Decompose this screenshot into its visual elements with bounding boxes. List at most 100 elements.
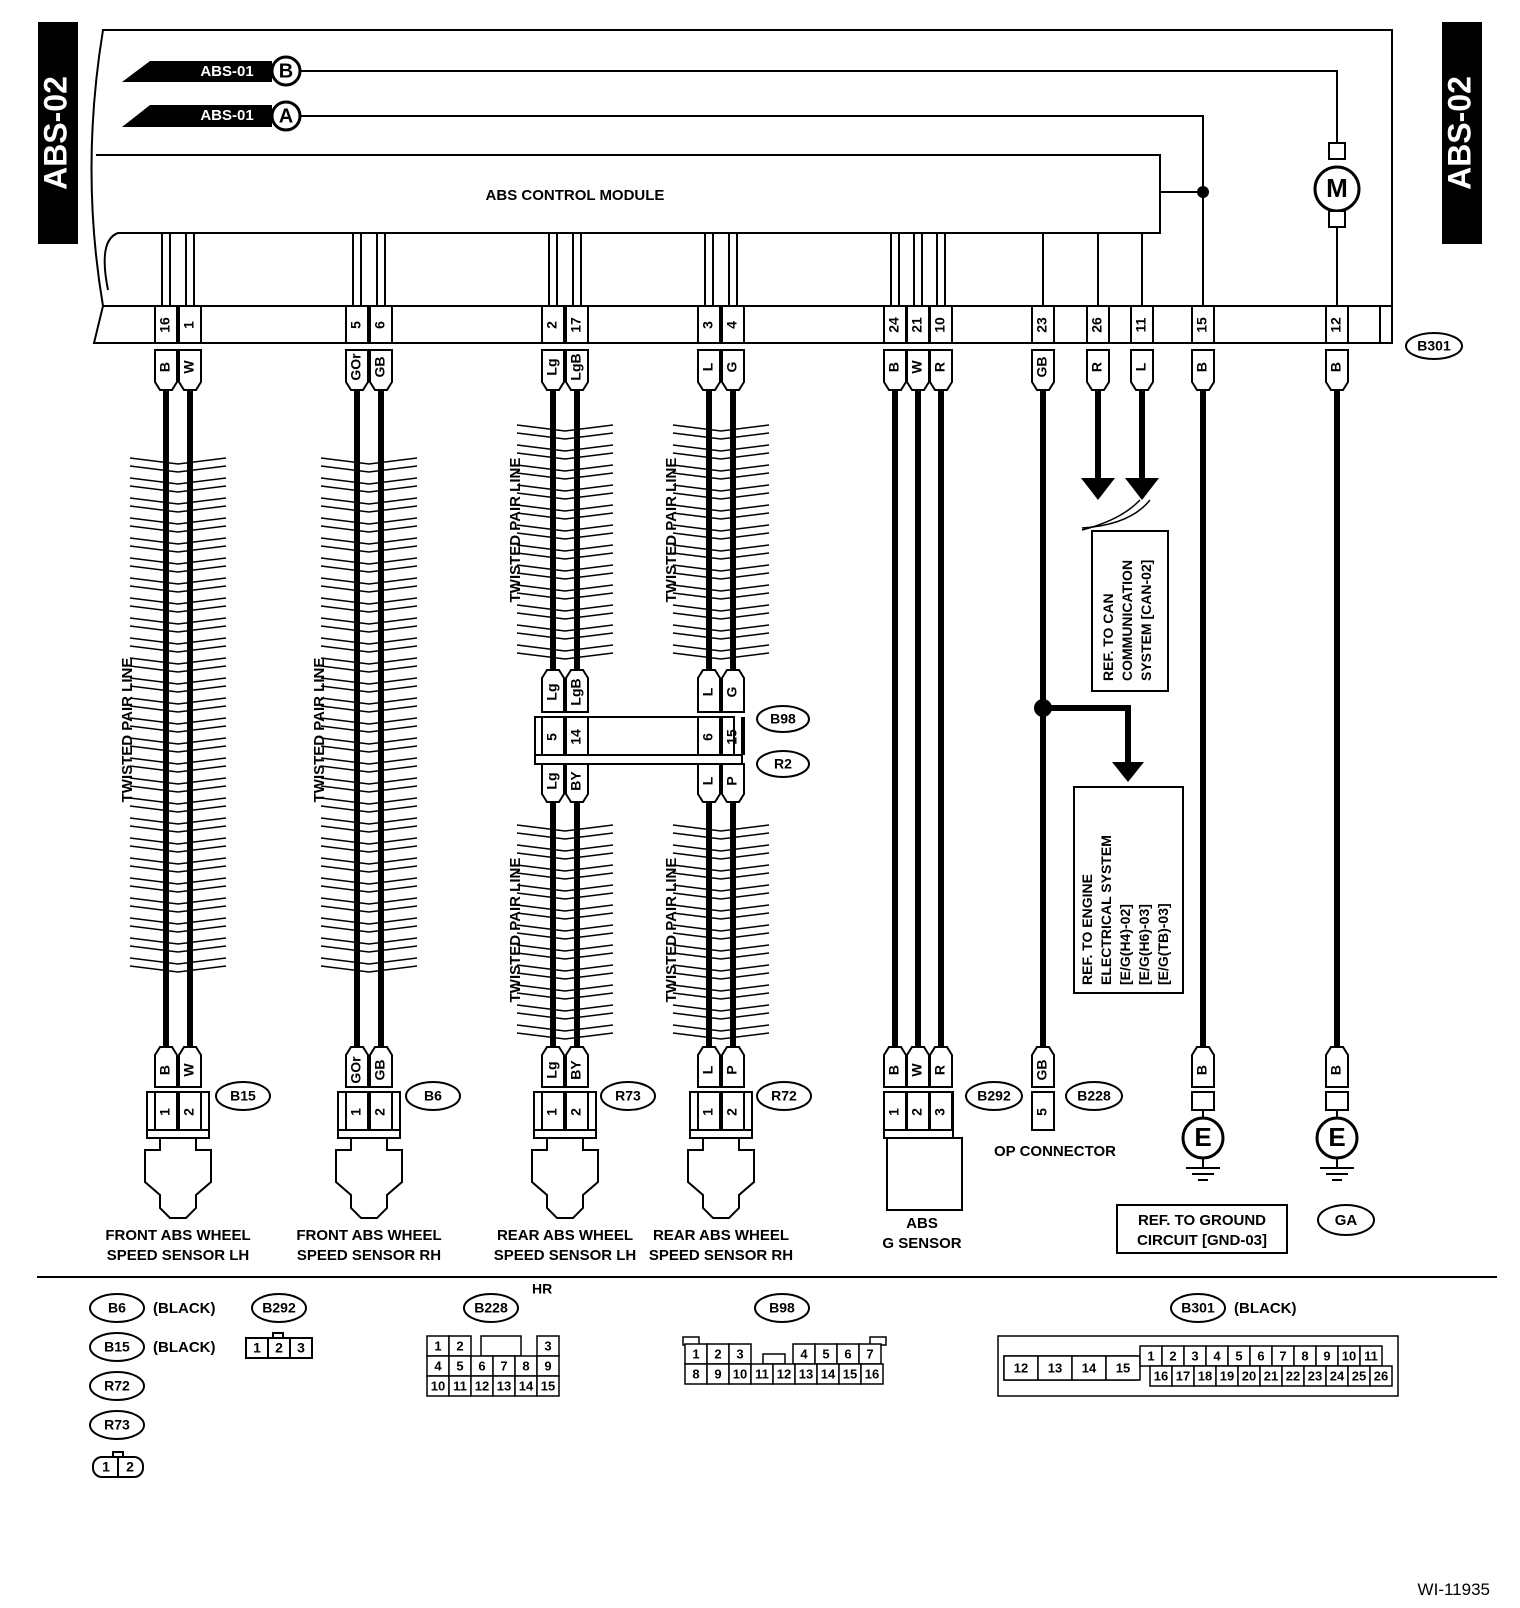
twisted-pair-mark — [129, 497, 227, 513]
legend-pin: 13 — [497, 1378, 511, 1393]
wire-color-label: B — [1194, 1065, 1210, 1075]
b301-pin-label: 2 — [544, 321, 560, 329]
twisted-pair-mark — [320, 957, 418, 973]
legend-b6-id: B6 — [108, 1300, 126, 1316]
twisted-pair-mark — [320, 857, 418, 873]
twisted-pair-mark — [320, 677, 418, 693]
legend-b292-cell — [289, 1337, 313, 1359]
module-label: ABS CONTROL MODULE — [486, 187, 665, 204]
wire-color-tag — [1325, 349, 1349, 391]
wire-color-label: G — [724, 686, 740, 697]
twisted-pair-mark — [516, 844, 614, 860]
twisted-pair-mark — [672, 544, 770, 560]
op-connector — [1031, 1091, 1055, 1131]
twisted-pair-mark — [129, 517, 227, 533]
b98-pin-label: 6 — [700, 733, 716, 741]
g-sensor-pin-label: 1 — [886, 1108, 902, 1116]
twisted-pair-mark — [129, 917, 227, 933]
legend-pin: 2 — [1169, 1348, 1176, 1363]
twisted-pair-mark — [672, 924, 770, 940]
twisted-pair-mark — [516, 604, 614, 620]
b301-connector-tag: B301 — [1405, 332, 1463, 360]
legend-pin: 1 — [102, 1459, 110, 1475]
b301-pin-label: 23 — [1034, 317, 1050, 333]
twisted-pair-mark — [516, 884, 614, 900]
page-label-right: ABS-02 — [1441, 76, 1477, 190]
legend-b15-color: (BLACK) — [153, 1339, 215, 1356]
legend-pin: 6 — [1257, 1348, 1264, 1363]
twisted-pair-mark — [320, 917, 418, 933]
twisted-pair-mark — [672, 844, 770, 860]
legend-pin: 25 — [1352, 1368, 1366, 1383]
legend-pin: 17 — [1176, 1368, 1190, 1383]
twisted-pair-mark — [129, 837, 227, 853]
wire-color-label: Lg — [544, 1061, 560, 1078]
wire-color-label: W — [909, 1063, 925, 1077]
wire-color-tag — [1130, 349, 1154, 391]
legend-pin: 3 — [297, 1340, 305, 1356]
wire-color-tag — [929, 349, 953, 391]
sensor-pin-label: 1 — [157, 1108, 173, 1116]
twisted-pair-mark — [129, 597, 227, 613]
b301-pin-label: 17 — [568, 317, 584, 333]
wire-color-tag — [565, 669, 589, 713]
wire-color-label: LgB — [568, 678, 584, 705]
legend-b15-id: B15 — [104, 1339, 130, 1355]
wire-harness: 16B1W5GOr6GB2Lg17LgB3L4G24B21W10R23GB26R… — [119, 307, 1349, 1055]
b301-pin-label: 15 — [1194, 317, 1210, 333]
svg-text:B: B — [279, 60, 293, 82]
legend-pin: 11 — [453, 1378, 467, 1393]
wire-color-label: B — [157, 1065, 173, 1075]
wire-color-tag — [565, 349, 589, 391]
wire-color-label: W — [181, 360, 197, 374]
twisted-pair-mark — [516, 564, 614, 580]
twisted-pair-mark — [320, 697, 418, 713]
sensor-label: SPEED SENSOR LH — [494, 1247, 637, 1264]
legend-pin: 23 — [1308, 1368, 1322, 1383]
twisted-pair-mark — [129, 737, 227, 753]
wire-color-label: R — [932, 1065, 948, 1075]
twisted-pair-mark — [516, 644, 614, 660]
legend-pin: 10 — [431, 1378, 445, 1393]
legend-pin: 1 — [434, 1338, 441, 1353]
wire-color-tag — [154, 1046, 178, 1088]
sensor-connector-id: R73 — [615, 1088, 641, 1104]
legend-cell — [1369, 1365, 1393, 1387]
twisted-pair-mark — [672, 484, 770, 500]
wire-color-tag — [369, 349, 393, 391]
ground-letter: E — [1328, 1122, 1345, 1152]
svg-text:B301: B301 — [1417, 338, 1451, 354]
wire-color-label: B — [157, 362, 173, 372]
page-tab-left: ABS-02 — [37, 22, 78, 244]
legend-pin: 21 — [1264, 1368, 1278, 1383]
legend-pin: 14 — [821, 1366, 836, 1381]
twisted-pair-mark — [672, 604, 770, 620]
b301-pin-label: 6 — [372, 321, 388, 329]
sensor-pin-label: 2 — [181, 1108, 197, 1116]
legend-pin: 6 — [478, 1358, 485, 1373]
sensor-connector-tag — [756, 1081, 812, 1111]
wire-color-label: GOr — [348, 353, 364, 381]
legend-b301 — [1170, 1293, 1226, 1323]
twisted-pair-mark — [672, 824, 770, 840]
twisted-pair-mark — [672, 624, 770, 640]
g-sensor-connector-tag — [965, 1081, 1023, 1111]
wire-color-tag — [697, 763, 721, 803]
legend-pin: 22 — [1286, 1368, 1300, 1383]
ground-letter: E — [1194, 1122, 1211, 1152]
twisted-pair-mark — [516, 1004, 614, 1020]
twisted-pair-mark — [320, 537, 418, 553]
twisted-pair-mark — [320, 637, 418, 653]
twisted-pair-mark — [516, 504, 614, 520]
twisted-pair-mark — [516, 904, 614, 920]
ref-abs01-b: ABS-01 B — [122, 55, 1338, 143]
twisted-pair-mark — [320, 797, 418, 813]
legend-cell — [1037, 1355, 1073, 1381]
legend-b292 — [251, 1293, 307, 1323]
legend-pin: 2 — [126, 1459, 134, 1475]
twisted-pair-mark — [320, 877, 418, 893]
op-connector-label: OP CONNECTOR — [994, 1143, 1116, 1160]
sensor-connector-tag — [600, 1081, 656, 1111]
sensor-label: SPEED SENSOR RH — [297, 1247, 441, 1264]
